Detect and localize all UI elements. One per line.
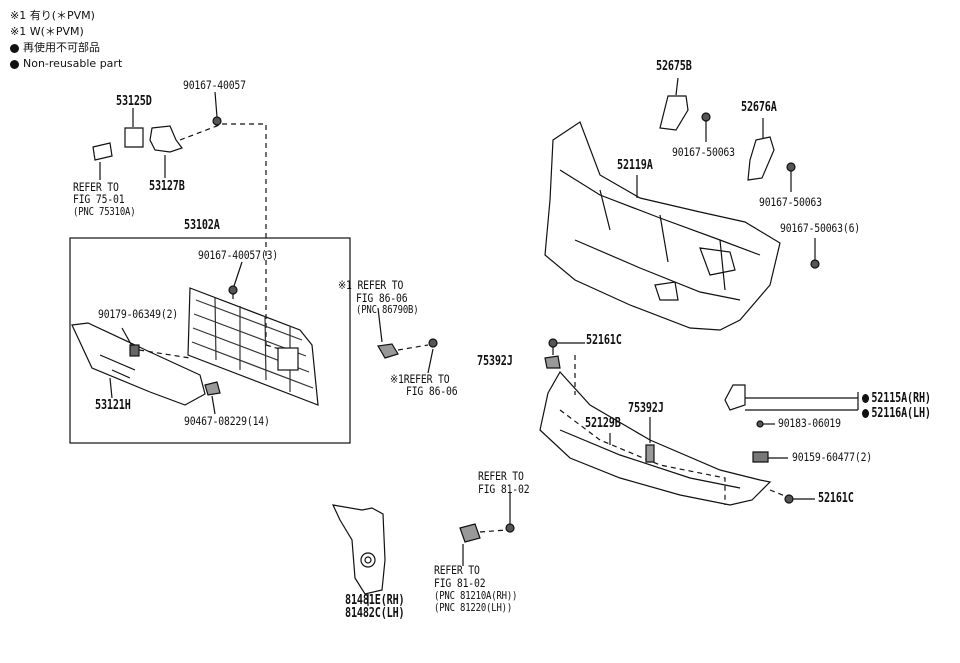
label-90167-40057: 90167-40057 xyxy=(183,78,246,92)
legend-note-with: ※1 有り(＊PVM) xyxy=(10,9,95,22)
label-90179-06349-2: 90179-06349(2) xyxy=(98,307,179,321)
label-refer86a-a: ※1 REFER TO xyxy=(338,278,404,292)
legend: ※1 有り(＊PVM) ※1 W(＊PVM) 再使用不可部品 Non-reusa… xyxy=(10,8,122,72)
non-reusable-bullet-icon xyxy=(862,409,870,418)
label-refer81b-c: (PNC 81210A(RH)) xyxy=(434,590,518,602)
label-refer75-c: (PNC 75310A) xyxy=(73,206,136,218)
part-53125d-shape xyxy=(124,127,144,148)
label-52675b: 52675B xyxy=(656,59,692,74)
non-reusable-bullet-icon xyxy=(862,394,870,403)
label-refer75-b: FIG 75-01 xyxy=(73,192,125,206)
label-52115a: 52115A(RH) xyxy=(862,392,931,405)
label-52119a: 52119A xyxy=(617,158,653,173)
group-box-53102a xyxy=(69,237,351,444)
bullet-icon xyxy=(10,43,19,53)
label-refer86b-a: ※1REFER TO xyxy=(390,372,450,386)
label-53125d: 53125D xyxy=(116,94,152,109)
label-52129b: 52129B xyxy=(585,416,621,431)
bullet-icon xyxy=(10,59,19,69)
label-refer86a-c: (PNC 86790B) xyxy=(356,304,419,316)
label-90167-50063-b: 90167-50063 xyxy=(759,195,822,209)
label-53127b: 53127B xyxy=(149,179,185,194)
label-refer75-a: REFER TO xyxy=(73,180,119,194)
grille-outline xyxy=(187,287,319,406)
label-90167-50063-6: 90167-50063(6) xyxy=(780,221,861,235)
lower-bar-53121h xyxy=(71,322,206,406)
label-75392j-b: 75392J xyxy=(628,401,664,416)
label-52161c-b: 52161C xyxy=(818,491,854,506)
label-90467-08229-14: 90467-08229(14) xyxy=(184,414,270,428)
label-52161c-a: 52161C xyxy=(586,333,622,348)
label-90183-06019: 90183-06019 xyxy=(778,416,841,430)
label-refer81a-a: REFER TO xyxy=(478,469,524,483)
label-refer81b-a: REFER TO xyxy=(434,563,480,577)
label-53102a: 53102A xyxy=(184,218,220,233)
label-75392j-a: 75392J xyxy=(477,354,513,369)
label-refer81b-d: (PNC 81220(LH)) xyxy=(434,602,513,614)
legend-note-without: ※1 W(＊PVM) xyxy=(10,25,84,38)
label-90167-50063-a: 90167-50063 xyxy=(672,145,735,159)
upper-bumper-52119a xyxy=(544,121,781,331)
legend-non-reusable-en: Non-reusable part xyxy=(10,56,122,72)
bracket-52676a xyxy=(747,136,775,181)
part-53127b-shape xyxy=(149,125,183,153)
legend-non-reusable-ja: 再使用不可部品 xyxy=(10,40,122,56)
label-53121h: 53121H xyxy=(95,398,131,413)
fog-bezel-81481e xyxy=(331,504,386,595)
label-refer86b-b: FIG 86-06 xyxy=(406,384,458,398)
label-90167-40057-3: 90167-40057(3) xyxy=(198,248,279,262)
label-90159-60477-2: 90159-60477(2) xyxy=(792,450,873,464)
lower-bumper-52129b xyxy=(539,370,772,506)
clip-40057-top xyxy=(212,116,222,126)
label-refer86a-b: FIG 86-06 xyxy=(356,291,408,305)
part-75310a-shape xyxy=(92,142,113,161)
bracket-52675b xyxy=(659,95,689,131)
label-refer81a-b: FIG 81-02 xyxy=(478,482,530,496)
label-81481e: 81481E(RH) xyxy=(345,593,405,608)
label-52676a: 52676A xyxy=(741,100,777,115)
label-refer81b-b: FIG 81-02 xyxy=(434,576,486,590)
label-81482c: 81482C(LH) xyxy=(345,606,405,621)
label-52116a: 52116A(LH) xyxy=(862,407,931,420)
